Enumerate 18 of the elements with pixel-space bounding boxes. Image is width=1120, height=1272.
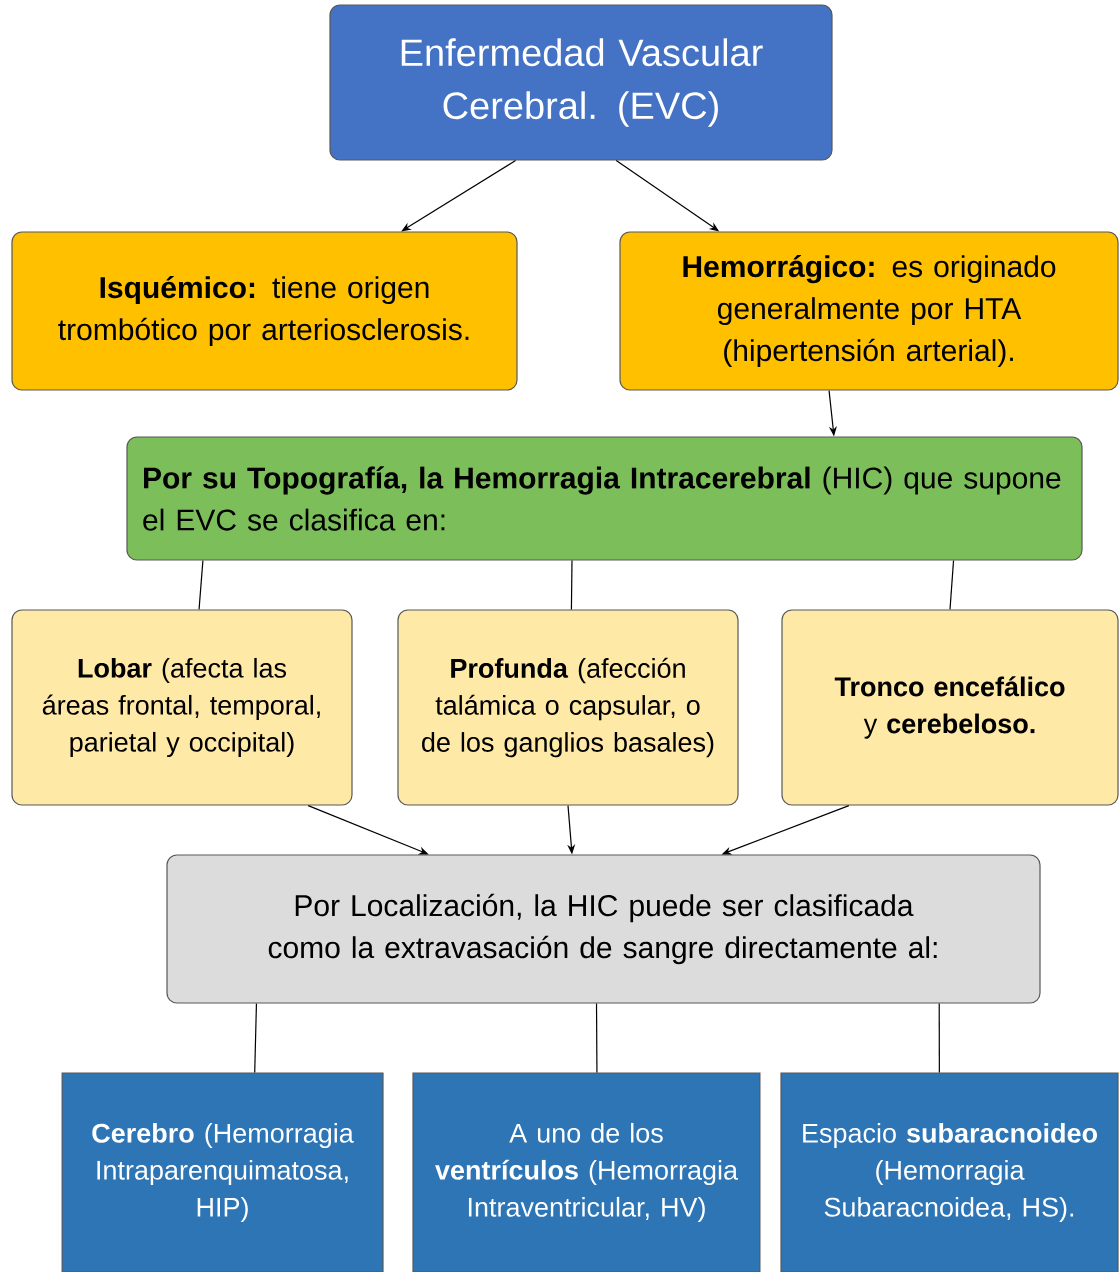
location-type-box: Espacio subaracnoideo (Hemorragia Subaracnoidea, HS). [780,1072,1119,1272]
type-box: Profunda (afección talámica o capsular, o de los ganglios basales) [397,609,739,806]
location-type-box: A uno de los ventrículos (Hemorragia Intraventricular, HV) [412,1072,761,1272]
classification-box: Por su Topografía, la Hemorragia Intracerebral (HIC) que supone el EVC se clasifica en: [126,436,1083,561]
title-box: Enfermedad Vascular Cerebral. (EVC) [329,4,833,161]
category-box: Isquémico: tiene origen trombótico por arteriosclerosis. [11,231,518,391]
location-type-box: Cerebro (Hemorragia Intraparenquimatosa, HIP) [61,1072,384,1272]
category-box: Hemorrágico: es originado generalmente por HTA (hipertensión arterial). [619,231,1119,391]
connector-line [938,1003,940,1073]
connector-line [570,560,573,610]
connector-line [949,560,955,610]
connector-line [595,1003,598,1073]
type-box: Tronco encefálico y cerebeloso. [781,609,1119,806]
connector-line [254,1003,258,1073]
arrow [401,160,517,232]
type-box: Lobar (afecta las áreas frontal, temporal, parietal y occipital) [11,609,353,806]
location-box: Por Localización, la HIC puede ser clasificada como la extravasación de sangre directamente al: [166,854,1041,1004]
connector-line [198,560,204,610]
